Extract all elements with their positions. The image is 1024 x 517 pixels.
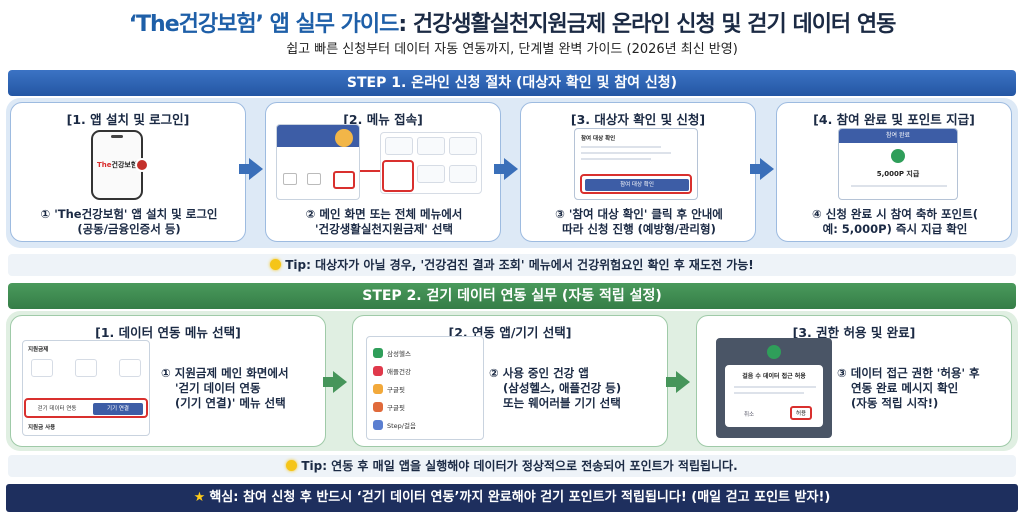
google-fit-icon (373, 384, 383, 394)
device-connect-button[interactable]: 기기 연결 (93, 403, 143, 415)
eligibility-check-button[interactable]: 참여 대상 확인 (585, 179, 689, 191)
google-fit-icon (373, 402, 383, 412)
arrow-right-icon (750, 158, 774, 180)
eligibility-screen-thumbnail: 참여 대상 확인 참여 대상 확인 (574, 128, 698, 200)
lightbulb-icon (270, 259, 282, 270)
sync-menu-highlight (24, 398, 148, 418)
app-list-thumbnail: 삼성헬스 애플건강 구글핏 구글핏 Step/걸음 (366, 336, 484, 440)
check-icon (767, 345, 781, 359)
lightbulb-icon (286, 460, 298, 471)
main-screen-thumbnail (276, 124, 360, 200)
list-item[interactable]: 삼성헬스 (373, 347, 411, 361)
arrow-right-icon (666, 371, 690, 393)
menu-highlight (382, 160, 414, 192)
check-icon (891, 149, 905, 163)
list-item[interactable]: Step/걸음 (373, 419, 416, 433)
deny-button[interactable]: 취소 (744, 412, 755, 418)
step2-banner: STEP 2. 걷기 데이터 연동 실무 (자동 적립 설정) (8, 283, 1016, 309)
permission-dialog: 걸음 수 데이터 접근 허용 취소 허용 (725, 365, 823, 427)
allow-button[interactable]: 허용 (790, 406, 812, 420)
step1-banner: STEP 1. 온라인 신청 절차 (대상자 확인 및 참여 신청) (8, 70, 1016, 96)
step1-tip: Tip: 대상자가 아닐 경우, '건강검진 결과 조회' 메뉴에서 건강위험요… (8, 254, 1016, 276)
apple-health-icon (373, 366, 383, 376)
phone-icon: The건강보험 (91, 130, 149, 200)
list-item[interactable]: 구글핏 (373, 401, 405, 415)
app-logo-icon (135, 158, 149, 172)
arrow-right-icon (239, 158, 263, 180)
arrow-right-icon (323, 371, 347, 393)
list-item[interactable]: 애플건강 (373, 365, 411, 379)
samsung-health-icon (373, 348, 383, 358)
step-app-icon (373, 420, 383, 430)
star-icon: ★ (193, 490, 206, 505)
step1-card-eligibility: [3. 대상자 확인 및 신청] ③ '참여 대상 확인' 클릭 후 안내에 따… (520, 102, 756, 242)
arrow-right-icon (494, 158, 518, 180)
completion-screen-thumbnail: 참여 완료 5,000P 지급 (838, 128, 958, 200)
permission-screen-thumbnail: 걸음 수 데이터 접근 허용 취소 허용 (716, 338, 832, 438)
key-point-footer: ★핵심: 참여 신청 후 반드시 ‘걷기 데이터 연동’까지 완료해야 걷기 포… (6, 484, 1018, 512)
list-item[interactable]: 구글핏 (373, 383, 405, 397)
step2-tip: Tip: 연동 후 매일 앱을 실행해야 데이터가 정상적으로 전송되어 포인트… (8, 455, 1016, 477)
page-subtitle: 쉽고 빠른 신청부터 데이터 자동 연동까지, 단계별 완벽 가이드 (2026… (286, 42, 738, 57)
page-title: ‘The건강보험’ 앱 실무 가이드: 건강생활실천지원금제 온라인 신청 및 … (128, 12, 897, 37)
menu-grid-thumbnail (380, 132, 482, 194)
subsidy-main-thumbnail: 지원금제 걷기 데이터 연동 기기 연결 지원금 사용 (22, 340, 150, 436)
eligibility-highlight (580, 174, 692, 194)
